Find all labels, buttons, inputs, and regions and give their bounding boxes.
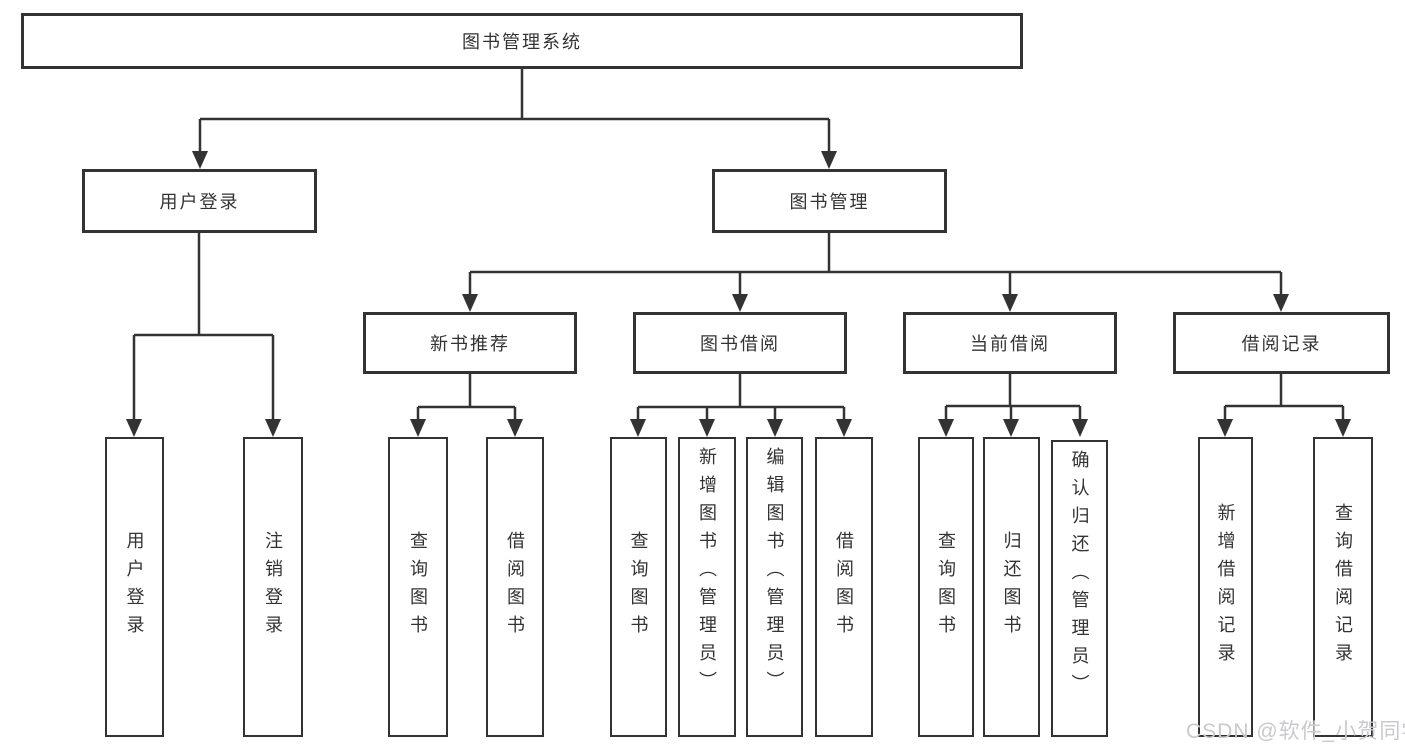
leaf-newbook-query-books-label: 查询图书 bbox=[408, 531, 428, 643]
leaf-current-query-books: 查询图书 bbox=[918, 437, 974, 737]
leaf-borrow-edit-books-admin-label: 编辑图书（管理员） bbox=[764, 447, 785, 699]
leaf-newbook-borrow-books: 借阅图书 bbox=[486, 437, 544, 737]
leaf-records-query-record: 查询借阅记录 bbox=[1313, 437, 1373, 737]
leaf-user-login: 用户登录 bbox=[105, 437, 164, 737]
node-book-management-label: 图书管理 bbox=[789, 192, 870, 212]
leaf-current-confirm-return-admin-label: 确认归还（管理员） bbox=[1069, 450, 1090, 702]
node-book-borrow: 图书借阅 bbox=[633, 312, 847, 374]
node-user-login: 用户登录 bbox=[82, 169, 317, 233]
leaf-records-add-record: 新增借阅记录 bbox=[1198, 437, 1253, 737]
node-book-borrow-label: 图书借阅 bbox=[700, 334, 780, 354]
leaf-borrow-borrow-books: 借阅图书 bbox=[815, 437, 873, 737]
node-current-borrow-label: 当前借阅 bbox=[970, 334, 1050, 354]
node-book-management: 图书管理 bbox=[712, 169, 947, 233]
leaf-current-query-books-label: 查询图书 bbox=[936, 531, 956, 643]
leaf-borrow-add-books-admin: 新增图书（管理员） bbox=[678, 437, 736, 737]
leaf-borrow-add-books-admin-label: 新增图书（管理员） bbox=[697, 447, 717, 699]
node-borrow-records: 借阅记录 bbox=[1173, 312, 1390, 374]
leaf-logout: 注销登录 bbox=[243, 437, 303, 737]
node-new-book-recommend-label: 新书推荐 bbox=[430, 334, 510, 354]
node-borrow-records-label: 借阅记录 bbox=[1241, 334, 1322, 354]
leaf-current-return-books-label: 归还图书 bbox=[1001, 531, 1022, 643]
leaf-current-return-books: 归还图书 bbox=[983, 437, 1040, 737]
leaf-newbook-query-books: 查询图书 bbox=[388, 437, 448, 737]
leaf-borrow-edit-books-admin: 编辑图书（管理员） bbox=[746, 437, 803, 737]
node-current-borrow: 当前借阅 bbox=[903, 312, 1117, 374]
arrowheads bbox=[126, 151, 1351, 437]
leaf-borrow-borrow-books-label: 借阅图书 bbox=[834, 531, 854, 643]
root-node-library-system: 图书管理系统 bbox=[21, 13, 1023, 69]
leaf-records-query-record-label: 查询借阅记录 bbox=[1333, 503, 1353, 671]
leaf-logout-label: 注销登录 bbox=[263, 531, 283, 643]
leaf-newbook-borrow-books-label: 借阅图书 bbox=[505, 531, 525, 643]
node-new-book-recommend: 新书推荐 bbox=[363, 312, 577, 374]
csdn-watermark: CSDN @软件_小贺同学 bbox=[1186, 720, 1405, 743]
leaf-current-confirm-return-admin: 确认归还（管理员） bbox=[1051, 440, 1108, 737]
leaf-user-login-label: 用户登录 bbox=[124, 531, 145, 643]
leaf-records-add-record-label: 新增借阅记录 bbox=[1215, 503, 1236, 671]
node-user-login-label: 用户登录 bbox=[159, 192, 240, 212]
root-node-label: 图书管理系统 bbox=[462, 32, 582, 52]
leaf-borrow-query-books: 查询图书 bbox=[610, 437, 667, 737]
leaf-borrow-query-books-label: 查询图书 bbox=[628, 531, 649, 643]
